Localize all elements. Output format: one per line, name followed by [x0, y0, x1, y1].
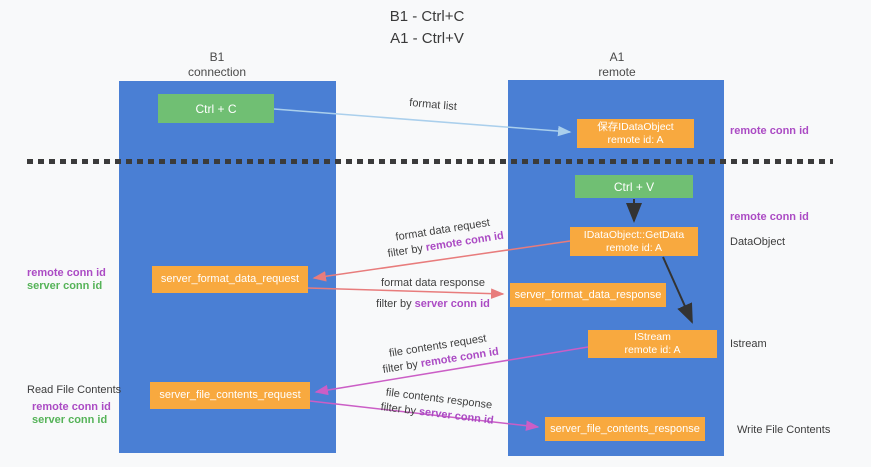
node-getdata-line1: IDataObject::GetData [583, 228, 685, 241]
node-ctrl-v-label: Ctrl + V [613, 179, 655, 194]
annotation-dataobject: DataObject [730, 236, 786, 248]
node-server-format-data-request: server_format_data_request [152, 266, 308, 293]
edge-label-format-data-request: format data request filter by remote con… [384, 214, 505, 262]
lane-header-b1: B1 connection [157, 50, 277, 80]
node-file-response-label: server_file_contents_response [550, 422, 700, 435]
annotation-read-file-contents: Read File Contents [27, 384, 122, 396]
node-file-request-label: server_file_contents_request [159, 389, 301, 401]
edge-format-list-text: format list [408, 96, 458, 114]
diagram-title-line2: A1 - Ctrl+V [390, 30, 464, 47]
edge-label-file-contents-request: file contents request filter by remote c… [379, 330, 500, 378]
diagram-title: B1 - Ctrl+C A1 - Ctrl+V [277, 6, 577, 50]
annotation-remote-conn-id-top: remote conn id [730, 125, 809, 137]
node-istream: IStream remote id: A [588, 330, 717, 358]
phase-separator-dashed-line [27, 159, 833, 164]
lane-a1-name: A1 [609, 50, 625, 64]
edge-format-response-filter-key: server conn id [414, 298, 490, 310]
lane-b1-role: connection [187, 65, 247, 79]
node-idataobject-getdata: IDataObject::GetData remote id: A [570, 227, 698, 256]
annotation-write-file-contents: Write File Contents [737, 424, 831, 436]
annotation-left-remote-conn-id-1: remote conn id [27, 267, 106, 279]
diagram-title-line1: B1 - Ctrl+C [389, 8, 465, 25]
node-ctrl-v: Ctrl + V [575, 175, 693, 198]
edge-label-format-data-response: format data response filter by server co… [375, 276, 491, 312]
lane-header-a1: A1 remote [557, 50, 677, 80]
annotation-remote-conn-id-mid: remote conn id [730, 211, 809, 223]
node-ctrl-c-label: Ctrl + C [195, 101, 237, 116]
annotation-left-server-conn-id-1: server conn id [27, 280, 103, 292]
node-format-request-label: server_format_data_request [160, 273, 300, 285]
lane-b1-name: B1 [209, 50, 225, 64]
edge-label-format-list: format list [392, 95, 473, 117]
node-server-file-contents-request: server_file_contents_request [150, 382, 310, 409]
node-ctrl-c: Ctrl + C [158, 94, 274, 123]
edge-format-response-text: format data response [381, 277, 485, 289]
annotation-left-remote-conn-id-2: remote conn id [32, 401, 111, 413]
edge-label-file-contents-response: file contents response filter by server … [377, 385, 500, 429]
lane-a1-role: remote [598, 65, 636, 79]
node-istream-line2: remote id: A [624, 344, 681, 356]
node-format-response-label: server_format_data_response [514, 288, 662, 301]
node-server-file-contents-response: server_file_contents_response [545, 417, 705, 441]
node-istream-line1: IStream [634, 331, 671, 343]
annotation-left-server-conn-id-2: server conn id [32, 414, 108, 426]
edge-format-response-filter: filter by server conn id [376, 298, 490, 310]
node-save-idataobject-line2: remote id: A [607, 133, 664, 146]
node-server-format-data-response: server_format_data_response [510, 283, 666, 307]
node-save-idataobject-line1: 保存IDataObject [597, 120, 674, 133]
annotation-istream: Istream [730, 338, 767, 350]
node-save-idataobject: 保存IDataObject remote id: A [577, 119, 694, 148]
node-getdata-line2: remote id: A [605, 241, 663, 254]
